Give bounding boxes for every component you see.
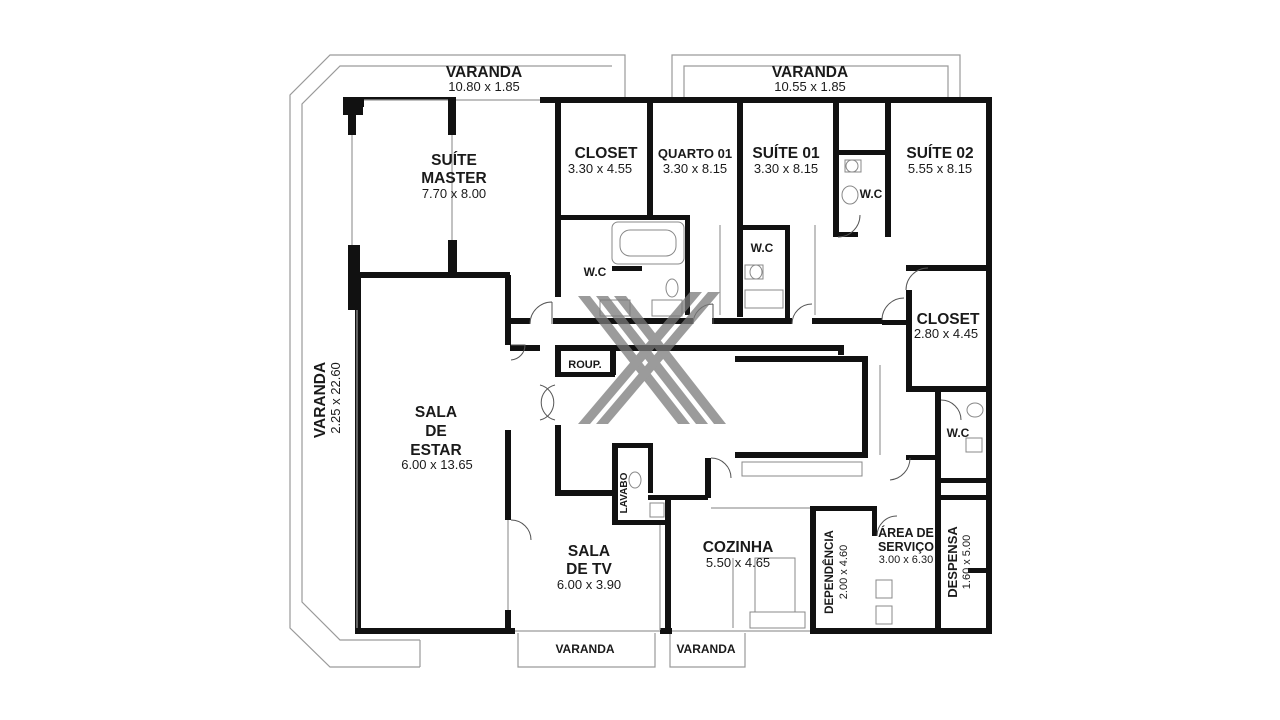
windows <box>351 99 881 632</box>
lavabo-name: LAVABO <box>619 472 630 513</box>
despensa-dims: 1.60 x 5.00 <box>961 535 973 589</box>
suite-master-name-2: MASTER <box>421 170 486 187</box>
suite-master-name-1: SUÍTE <box>431 152 477 169</box>
area-servico-name-2: SERVIÇO <box>878 540 934 554</box>
cozinha-dims: 5.50 x 4.65 <box>706 555 770 570</box>
suite-master-dims: 7.70 x 8.00 <box>422 186 486 201</box>
sala-estar-name-2: DE <box>425 423 447 440</box>
suite-02-name: SUÍTE 02 <box>906 145 973 162</box>
sala-estar-name-3: ESTAR <box>410 442 461 459</box>
suite-01-dims: 3.30 x 8.15 <box>754 161 818 176</box>
fixtures <box>599 159 984 629</box>
closet-master-dims: 3.30 x 4.55 <box>568 161 632 176</box>
cozinha-name: COZINHA <box>703 539 774 556</box>
balcony-outlines <box>289 54 961 668</box>
rouparia-name: ROUP. <box>568 359 601 371</box>
x-logo-icon <box>578 292 726 424</box>
quarto-01-dims: 3.30 x 8.15 <box>663 161 727 176</box>
suite-02-dims: 5.55 x 8.15 <box>908 161 972 176</box>
despensa-name: DESPENSA <box>945 526 960 598</box>
wc-master-name: W.C <box>584 265 607 279</box>
varanda-side-name: VARANDA <box>312 362 329 438</box>
closet-suite-02-dims: 2.80 x 4.45 <box>914 326 978 341</box>
sala-tv-name-2: DE TV <box>566 561 612 578</box>
area-servico-name-1: ÁREA DE <box>878 525 934 540</box>
varanda-top-left-name: VARANDA <box>446 64 522 81</box>
wc-suite-01-name: W.C <box>751 241 774 255</box>
varanda-side-dims: 2.25 x 22.60 <box>328 362 343 434</box>
varanda-bottom-1-name: VARANDA <box>555 642 614 656</box>
varanda-bottom-2-name: VARANDA <box>676 642 735 656</box>
varanda-top-right-dims: 10.55 x 1.85 <box>774 79 846 94</box>
dependencia-name: DEPENDÊNCIA <box>823 530 836 614</box>
sala-estar-name-1: SALA <box>415 404 457 421</box>
wc-suite-02-name: W.C <box>860 187 883 201</box>
closet-suite-02-name: CLOSET <box>917 311 980 328</box>
room-labels: VARANDA 10.80 x 1.85 VARANDA 10.55 x 1.8… <box>312 64 980 656</box>
varanda-top-left-dims: 10.80 x 1.85 <box>448 79 520 94</box>
varanda-top-right-name: VARANDA <box>772 64 848 81</box>
closet-master-name: CLOSET <box>575 145 638 162</box>
wc-service-name: W.C <box>947 426 970 440</box>
quarto-01-name: QUARTO 01 <box>658 146 732 161</box>
suite-01-name: SUÍTE 01 <box>752 145 820 162</box>
doors <box>510 214 962 541</box>
walls <box>343 97 992 634</box>
area-servico-dims: 3.00 x 6.30 <box>879 554 933 566</box>
dependencia-dims: 2.00 x 4.60 <box>838 545 850 599</box>
sala-estar-dims: 6.00 x 13.65 <box>401 457 473 472</box>
sala-tv-name-1: SALA <box>568 543 610 560</box>
sala-tv-dims: 6.00 x 3.90 <box>557 577 621 592</box>
